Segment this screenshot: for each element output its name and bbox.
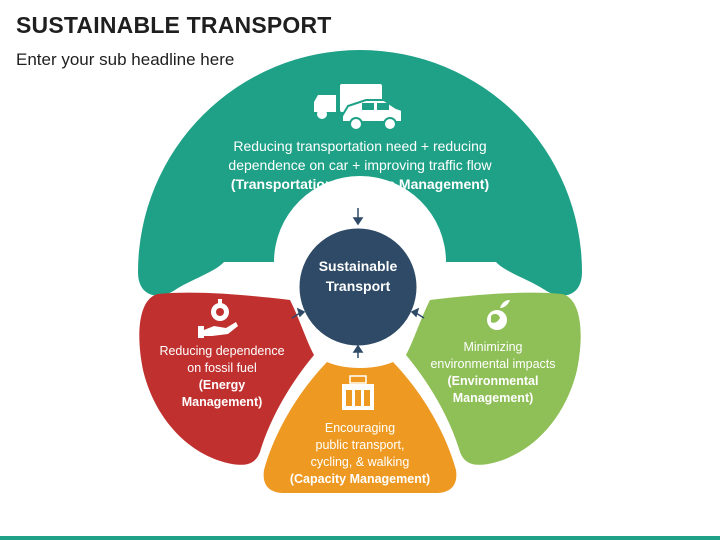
arrow-left-head	[296, 307, 306, 318]
slide-title: SUSTAINABLE TRANSPORT	[16, 12, 332, 38]
left-segment-line2: on fossil fuel	[187, 360, 257, 375]
right-segment-line2: environmental impacts	[430, 356, 556, 371]
public-transport-icon	[342, 375, 374, 410]
left-segment-shape	[139, 292, 314, 465]
right-segment-bold1: (Environmental	[447, 373, 539, 388]
right-segment-line1: Minimizing	[463, 340, 523, 354]
bottom-segment-text: Encouraging public transport, cycling, &…	[280, 420, 440, 488]
truck-car-icon	[314, 84, 403, 131]
right-segment-shape	[406, 292, 581, 465]
right-segment-text: Minimizing environmental impacts (Enviro…	[423, 339, 563, 407]
arrow-top-head	[352, 217, 364, 226]
top-segment-shape	[138, 50, 582, 296]
bottom-segment-line2: public transport,	[315, 437, 405, 452]
left-segment-line1: Reducing dependence	[159, 344, 285, 358]
top-segment-line1: Reducing transportation need + reducing	[233, 138, 487, 154]
bottom-accent-bar	[0, 536, 720, 540]
center-label: Sustainable Transport	[300, 256, 416, 297]
right-segment-bold2: Management)	[452, 390, 534, 405]
bottom-segment-shape	[263, 362, 457, 493]
top-segment-bold: (Transportation Systems Management)	[230, 175, 490, 192]
arrow-bottom-head	[352, 344, 364, 353]
top-segment-line2: dependence on car + improving traffic fl…	[228, 156, 492, 173]
left-segment-bold1: (Energy	[198, 377, 246, 392]
left-segment-text: Reducing dependence on fossil fuel (Ener…	[152, 343, 292, 411]
top-segment-text: Reducing transportation need + reducing …	[190, 137, 530, 194]
center-label-line1: Sustainable	[318, 258, 398, 274]
arrow-right-head	[410, 307, 420, 318]
center-label-line2: Transport	[325, 278, 391, 295]
left-segment-bold2: Management)	[181, 394, 263, 409]
slide-subtitle: Enter your sub headline here	[16, 50, 235, 69]
bottom-segment-bold: (Capacity Management)	[289, 471, 431, 486]
bottom-segment-line3: cycling, & walking	[310, 454, 410, 469]
eco-globe-icon	[487, 300, 510, 330]
bottom-segment-line1: Encouraging	[324, 421, 396, 435]
fuel-hand-icon	[198, 299, 238, 338]
